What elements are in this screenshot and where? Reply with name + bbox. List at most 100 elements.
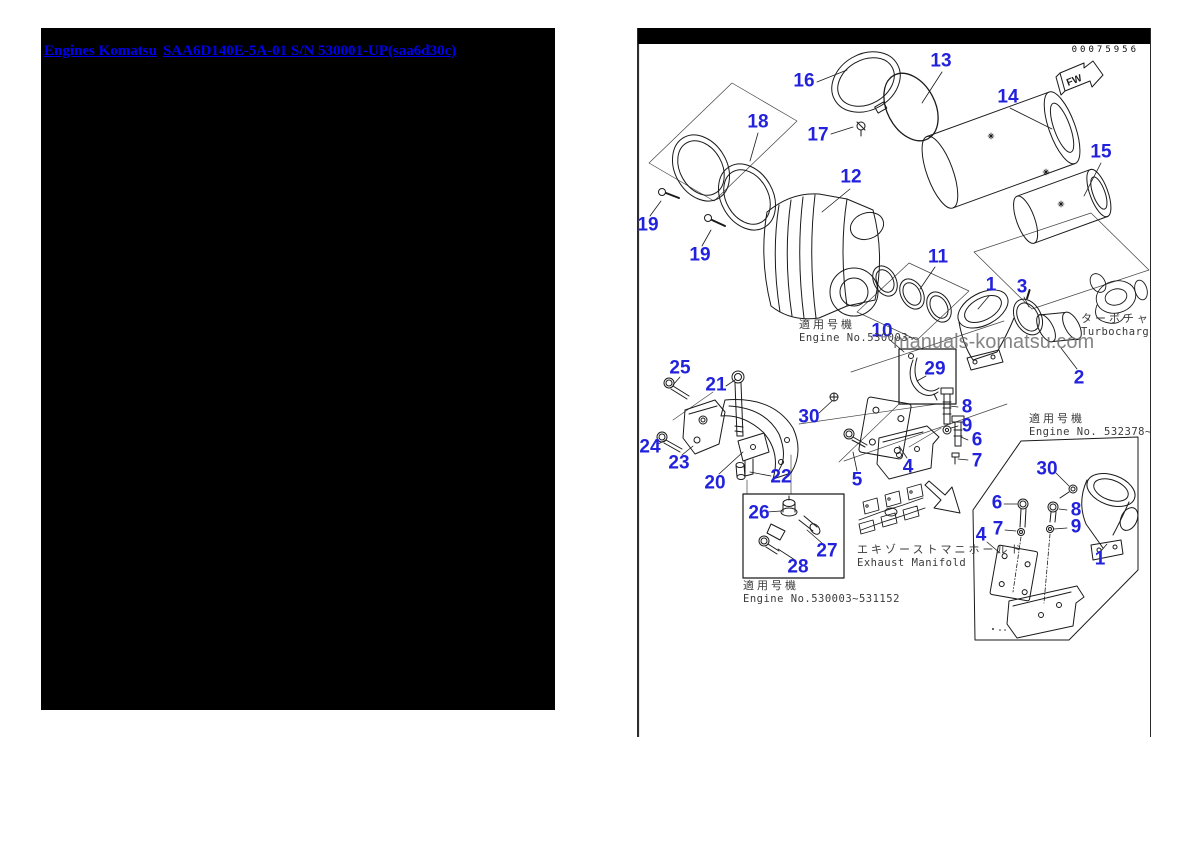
callout-14: 14 — [997, 86, 1019, 108]
bolt-part-25 — [664, 378, 689, 399]
bolt-part-6-inset — [1018, 499, 1028, 527]
callout-26: 26 — [748, 502, 770, 524]
hose-part-2 — [1033, 300, 1085, 353]
plate-part-4-inset — [990, 545, 1038, 601]
fitting-part-26 — [781, 496, 797, 516]
clamp-part-3 — [1006, 290, 1050, 340]
washer-part-9 — [943, 426, 951, 434]
washer-part-7-inset — [1018, 529, 1025, 536]
engine-variant-inset — [973, 437, 1141, 640]
screw-30-main — [830, 393, 838, 401]
callout-6: 6 — [991, 492, 1003, 514]
watermark: manuals-komatsu.com — [893, 331, 1095, 353]
callout-7: 7 — [992, 518, 1004, 540]
fw-arrow-label: FW — [1065, 73, 1084, 89]
band-screw-part-19b — [705, 215, 726, 227]
leader-lines — [650, 70, 1107, 560]
bolt-part-21 — [732, 371, 744, 436]
bolt-part-6 — [952, 416, 964, 446]
pipe-part-27 — [767, 516, 822, 540]
callout-4: 4 — [975, 524, 987, 546]
clamp-inset-box-29 — [899, 349, 956, 404]
callout-8: 8 — [1070, 499, 1082, 521]
band-part-18a — [661, 125, 741, 212]
callout-15: 15 — [1090, 141, 1112, 163]
callout-7: 7 — [971, 450, 983, 472]
turbocharger-drawing — [1087, 271, 1149, 323]
diagram-panel: 00075956 FW — [637, 28, 1151, 737]
element-part-15 — [1009, 166, 1116, 246]
callout-19: 19 — [637, 214, 659, 236]
elbow-connector-part-1 — [952, 282, 1015, 370]
wing-bolt-part-17 — [857, 122, 865, 136]
sensor-inset-box — [743, 494, 844, 578]
gasket-part-13 — [873, 64, 949, 150]
fw-arrow-icon: FW — [1056, 61, 1103, 95]
callout-18: 18 — [747, 111, 769, 133]
pin-part-22 — [736, 463, 745, 480]
group-outlines — [649, 83, 1149, 494]
exhaust-manifold-drawing — [859, 484, 925, 534]
exploded-parts-drawing: FW — [638, 28, 1151, 737]
diagram-top-bar — [638, 28, 1150, 44]
callout-1: 1 — [1094, 548, 1106, 570]
callout-10: 10 — [871, 320, 893, 342]
callout-9: 9 — [1070, 516, 1082, 538]
callout-25: 25 — [669, 357, 691, 379]
callout-2: 2 — [1073, 367, 1085, 389]
callout-9: 9 — [961, 415, 973, 437]
callout-30: 30 — [798, 406, 820, 428]
screw-part-30-inset — [1060, 485, 1077, 498]
band-screw-part-19a — [659, 189, 680, 199]
callout-6: 6 — [971, 429, 983, 451]
callout-12: 12 — [840, 166, 862, 188]
air-cleaner-body-part-12 — [764, 194, 888, 319]
callout-30: 30 — [1036, 458, 1058, 480]
diagram-label-1: ターボチャージャTurbocharge — [1081, 312, 1151, 338]
callout-17: 17 — [807, 124, 829, 146]
elbow-part-1-inset — [1082, 467, 1142, 560]
left-viewer-panel: Engines Komatsu SAA6D140E-5A-01 S/N 53000… — [41, 28, 555, 710]
bolt-part-28 — [759, 536, 779, 554]
callout-27: 27 — [816, 540, 838, 562]
assembly-axis-lines — [1013, 534, 1050, 603]
callout-16: 16 — [793, 70, 815, 92]
callout-24: 24 — [639, 436, 661, 458]
callout-20: 20 — [704, 472, 726, 494]
callout-22: 22 — [770, 466, 792, 488]
breadcrumb-link-model[interactable]: SAA6D140E-5A-01 S/N 530001-UP(saa6d30c) — [162, 43, 457, 59]
figure-number: 00075956 — [1071, 45, 1139, 55]
hose-sleeves-part-11 — [868, 262, 956, 327]
cover-ring-part-16 — [821, 40, 914, 129]
washer-part-9-inset — [1047, 526, 1054, 533]
callout-5: 5 — [851, 469, 863, 491]
callout-21: 21 — [705, 374, 727, 396]
callout-28: 28 — [787, 556, 809, 578]
callout-11: 11 — [927, 246, 949, 268]
callout-29: 29 — [924, 358, 946, 380]
bolt-part-8 — [941, 388, 953, 424]
element-15-hatch — [1058, 201, 1064, 207]
bolt-part-5 — [844, 429, 867, 447]
channel-bracket-inset — [1007, 586, 1084, 638]
callout-13: 13 — [930, 50, 952, 72]
breadcrumb-link-engines[interactable]: Engines Komatsu — [44, 43, 157, 59]
element-part-14 — [915, 88, 1088, 213]
callout-19: 19 — [689, 244, 711, 266]
bracket-part-23 — [683, 400, 725, 454]
guard-part-20 — [721, 400, 798, 479]
element-14-hatch — [988, 133, 1049, 175]
callout-3: 3 — [1016, 276, 1028, 298]
plug-part-7 — [952, 453, 959, 464]
callout-23: 23 — [668, 452, 690, 474]
breadcrumb: Engines Komatsu SAA6D140E-5A-01 S/N 53000… — [44, 42, 456, 60]
callout-4: 4 — [902, 456, 914, 478]
bolt-part-8-inset — [1048, 502, 1058, 522]
callout-8: 8 — [961, 396, 973, 418]
